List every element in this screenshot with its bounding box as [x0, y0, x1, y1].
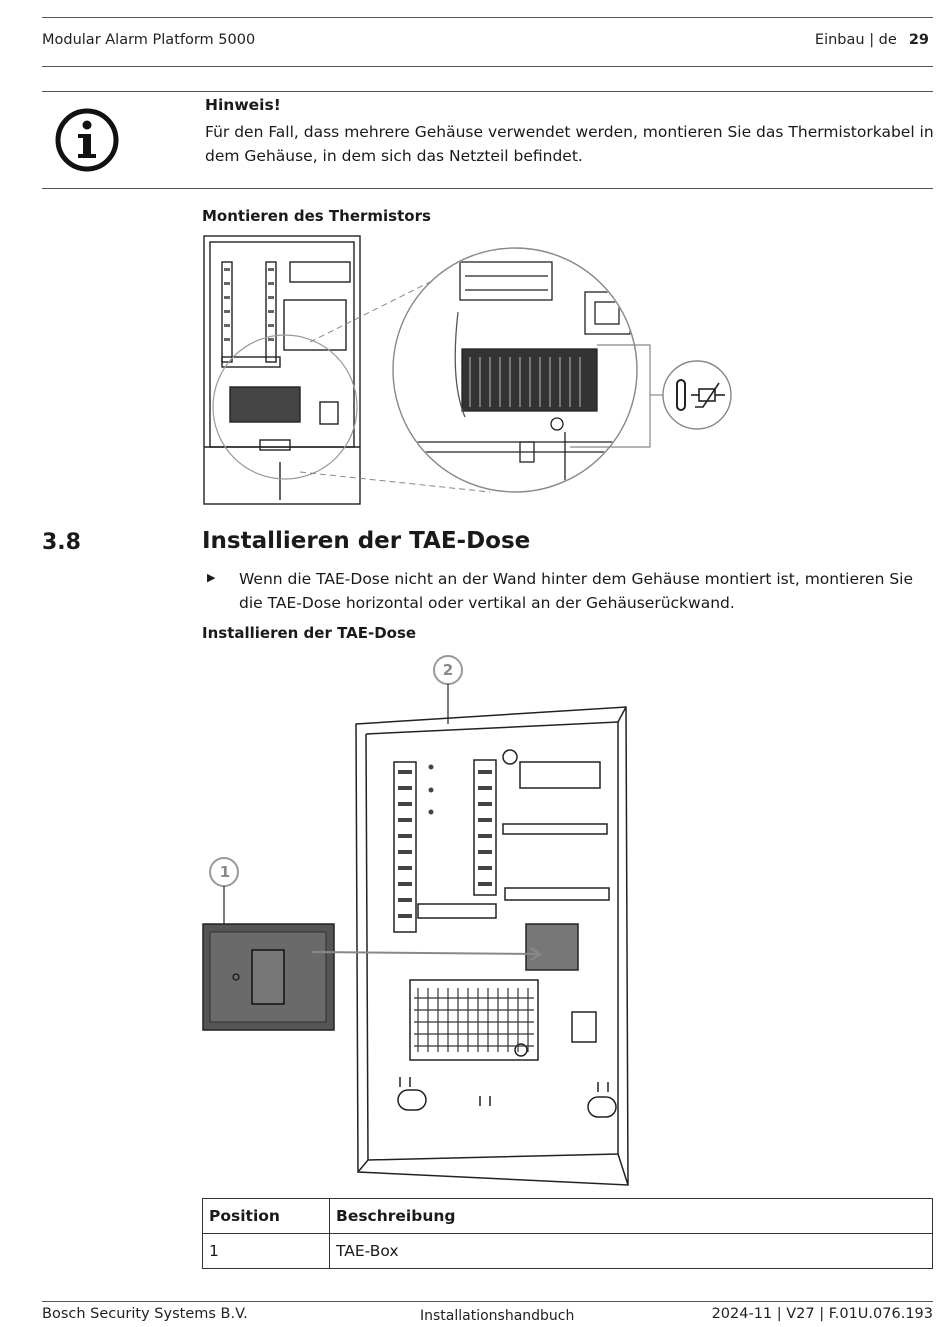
- note-title: Hinweis!: [205, 96, 281, 114]
- footer-version: 2024-11 | V27 | F.01U.076.193: [711, 1306, 933, 1322]
- note-bottom-rule: [42, 188, 933, 189]
- table-cell-position: 1: [202, 1233, 330, 1269]
- footer-rule: [42, 1301, 933, 1302]
- figure1-caption: Montieren des Thermistors: [202, 207, 431, 225]
- bullet-triangle-icon: ▶: [207, 571, 216, 584]
- table-header-position: Position: [202, 1198, 330, 1234]
- note-text: Für den Fall, dass mehrere Gehäuse verwe…: [205, 123, 934, 165]
- header-top-rule: [42, 17, 933, 18]
- footer-doc-type: Installationshandbuch: [420, 1308, 575, 1324]
- thermistor-diagram: [203, 235, 732, 505]
- table-cell-description: TAE-Box: [329, 1233, 933, 1269]
- table-header-description: Beschreibung: [329, 1198, 933, 1234]
- note-top-rule: [42, 91, 933, 92]
- header-title: Modular Alarm Platform 5000: [42, 32, 256, 48]
- section-bullet-text: Wenn die TAE-Dose nicht an der Wand hint…: [239, 570, 914, 612]
- header-section: Einbau | de 29: [815, 32, 929, 48]
- page-number: 29: [908, 32, 929, 48]
- footer-company: Bosch Security Systems B.V.: [42, 1306, 248, 1322]
- info-icon: [55, 108, 119, 172]
- header-bottom-rule: [42, 66, 933, 67]
- table-header-row: Position Beschreibung: [202, 1198, 933, 1234]
- position-table: Position Beschreibung 1 TAE-Box: [202, 1198, 933, 1269]
- section-title: Installieren der TAE-Dose: [202, 528, 531, 554]
- tae-box-diagram: [202, 655, 629, 1186]
- table-row: 1 TAE-Box: [202, 1233, 933, 1269]
- callout-1-label: 1: [219, 863, 231, 881]
- callout-2-label: 2: [442, 661, 454, 679]
- figure2-caption: Installieren der TAE-Dose: [202, 624, 417, 642]
- section-number: 3.8: [42, 530, 81, 555]
- header-section-label: Einbau | de: [814, 32, 897, 48]
